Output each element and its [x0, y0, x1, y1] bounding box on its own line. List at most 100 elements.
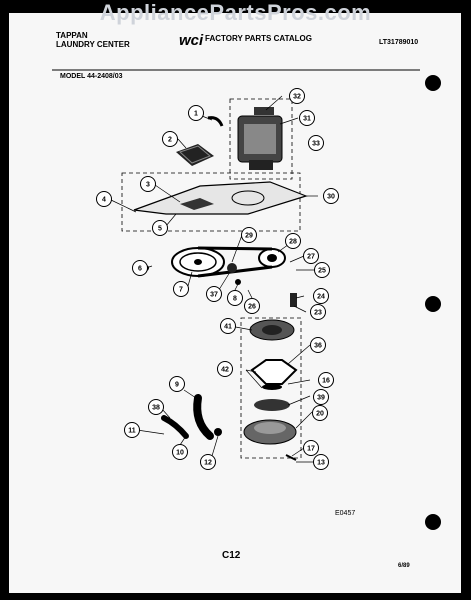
spring-part — [235, 279, 241, 285]
clip-part — [290, 293, 297, 307]
idler-part — [227, 263, 237, 273]
hose-clamp-part — [161, 415, 189, 439]
callout-4: 4 — [96, 191, 112, 207]
base-group-box — [121, 172, 301, 232]
clamp-screw-part — [214, 428, 222, 436]
binder-hole-top — [425, 75, 441, 91]
svg-text:5: 5 — [158, 226, 162, 233]
callout-17: 17 — [303, 440, 319, 456]
svg-text:3: 3 — [146, 182, 150, 189]
callout-30: 30 — [323, 188, 339, 204]
svg-text:32: 32 — [293, 94, 301, 101]
svg-text:39: 39 — [317, 395, 325, 402]
callout-24: 24 — [313, 288, 329, 304]
binder-hole-middle — [425, 296, 441, 312]
svg-text:4: 4 — [102, 197, 106, 204]
motor-part — [237, 107, 283, 170]
svg-text:36: 36 — [314, 343, 322, 350]
svg-text:9: 9 — [175, 382, 179, 389]
callout-42: 42 — [217, 361, 233, 377]
svg-text:23: 23 — [314, 310, 322, 317]
figure-code: E0457 — [335, 510, 355, 517]
callout-29: 29 — [241, 227, 257, 243]
svg-text:1: 1 — [194, 111, 198, 118]
callout-28: 28 — [285, 233, 301, 249]
svg-text:17: 17 — [307, 446, 315, 453]
callout-11: 11 — [124, 422, 140, 438]
callout-20: 20 — [312, 405, 328, 421]
svg-text:16: 16 — [322, 378, 330, 385]
base-plate-slot — [180, 198, 214, 210]
screw-part — [285, 454, 297, 461]
callout-41: 41 — [220, 318, 236, 334]
brand-line1: TAPPAN — [56, 31, 88, 40]
revision-date: 6/89 — [398, 563, 410, 569]
svg-text:27: 27 — [307, 254, 315, 261]
callout-26: 26 — [244, 298, 260, 314]
drain-hose-part — [193, 394, 214, 440]
svg-text:26: 26 — [248, 304, 256, 311]
callout-27: 27 — [303, 248, 319, 264]
callout-1: 1 — [188, 105, 204, 121]
svg-text:41: 41 — [224, 324, 232, 331]
svg-text:20: 20 — [316, 411, 324, 418]
svg-text:31: 31 — [303, 116, 311, 123]
wci-logo: wci — [179, 32, 204, 49]
callout-8: 8 — [227, 290, 243, 306]
callout-33: 33 — [308, 135, 324, 151]
catalog-number: LT31789010 — [379, 39, 418, 46]
svg-text:7: 7 — [179, 287, 183, 294]
base-plate-hole — [231, 190, 265, 206]
callout-36: 36 — [310, 337, 326, 353]
callout-16: 16 — [318, 372, 334, 388]
svg-text:24: 24 — [317, 294, 325, 301]
svg-text:38: 38 — [152, 405, 160, 412]
svg-text:13: 13 — [317, 460, 325, 467]
belt-drive-part — [171, 246, 286, 278]
svg-text:6: 6 — [138, 266, 142, 273]
callout-6: 6 — [132, 260, 148, 276]
catalog-title: FACTORY PARTS CATALOG — [205, 34, 312, 43]
base-plate-part — [133, 181, 308, 215]
svg-text:37: 37 — [210, 292, 218, 299]
transmission-group-box — [240, 317, 302, 459]
svg-text:25: 25 — [318, 268, 326, 275]
svg-text:30: 30 — [327, 194, 335, 201]
callout-37: 37 — [206, 286, 222, 302]
coupler-part — [207, 116, 224, 127]
svg-text:28: 28 — [289, 239, 297, 246]
transmission-part — [243, 319, 298, 445]
svg-text:2: 2 — [168, 137, 172, 144]
mount-pad-part — [176, 144, 214, 166]
page-number: C12 — [222, 550, 241, 561]
svg-text:12: 12 — [204, 460, 212, 467]
callout-32: 32 — [289, 88, 305, 104]
callout-10: 10 — [172, 444, 188, 460]
callout-2: 2 — [162, 131, 178, 147]
svg-text:11: 11 — [128, 428, 136, 435]
svg-text:33: 33 — [312, 141, 320, 148]
svg-text:29: 29 — [245, 233, 253, 240]
callout-12: 12 — [200, 454, 216, 470]
callout-13: 13 — [313, 454, 329, 470]
callout-5: 5 — [152, 220, 168, 236]
callout-23: 23 — [310, 304, 326, 320]
svg-text:10: 10 — [176, 450, 184, 457]
watermark: AppliancePartsPros.com — [99, 0, 372, 25]
callout-7: 7 — [173, 281, 189, 297]
callout-39: 39 — [313, 389, 329, 405]
callout-38: 38 — [148, 399, 164, 415]
binder-hole-bottom — [425, 514, 441, 530]
motor-group-box — [229, 98, 293, 180]
callout-31: 31 — [299, 110, 315, 126]
svg-text:42: 42 — [221, 367, 229, 374]
callout-3: 3 — [140, 176, 156, 192]
model-label: MODEL 44-2408/03 — [60, 73, 123, 80]
svg-text:8: 8 — [233, 296, 237, 303]
callout-9: 9 — [169, 376, 185, 392]
callout-25: 25 — [314, 262, 330, 278]
brand-line2: LAUNDRY CENTER — [56, 40, 130, 49]
